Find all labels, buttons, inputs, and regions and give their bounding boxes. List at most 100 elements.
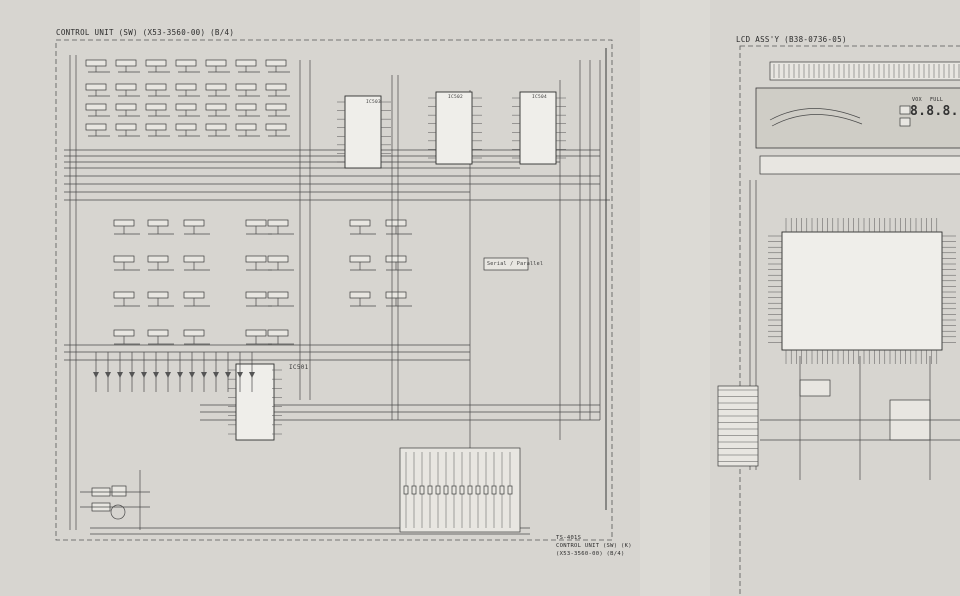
switch-box xyxy=(245,329,267,337)
switch-box xyxy=(115,103,137,111)
switch-box xyxy=(245,255,267,263)
switch-box xyxy=(183,291,205,299)
serial-parallel-box xyxy=(483,257,529,271)
switch-box xyxy=(85,59,107,67)
ic503-chip xyxy=(344,95,382,169)
ic504-label: IC504 xyxy=(532,95,548,100)
lcd-assembly-title: LCD ASS'Y (B38-0736-05) xyxy=(736,35,847,44)
footer-model: TS-401S xyxy=(556,535,582,541)
switch-box xyxy=(265,103,287,111)
connector-pin xyxy=(451,485,457,495)
switch-box xyxy=(113,255,135,263)
lcd-full-text: FULL xyxy=(930,97,944,103)
connector-pin xyxy=(419,485,425,495)
switch-box xyxy=(115,83,137,91)
switch-box xyxy=(115,59,137,67)
ic501-label: IC501 xyxy=(289,364,309,371)
switch-box xyxy=(205,83,227,91)
control-unit-title: CONTROL UNIT (SW) (X53-3560-00) (B/4) xyxy=(56,28,235,37)
footer-line1: CONTROL UNIT (SW) (K) xyxy=(556,543,632,549)
switch-box xyxy=(175,123,197,131)
switch-box xyxy=(85,123,107,131)
connector-pin xyxy=(475,485,481,495)
switch-box xyxy=(349,219,371,227)
connector-pin xyxy=(459,485,465,495)
switch-box xyxy=(113,219,135,227)
switch-box xyxy=(183,255,205,263)
diode-symbol xyxy=(189,372,195,378)
diode-symbol xyxy=(213,372,219,378)
switch-box xyxy=(245,219,267,227)
switch-box xyxy=(145,83,167,91)
diode-symbol xyxy=(141,372,147,378)
switch-box xyxy=(145,59,167,67)
switch-box xyxy=(265,83,287,91)
switch-box xyxy=(267,291,289,299)
diode-symbol xyxy=(153,372,159,378)
switch-box xyxy=(265,59,287,67)
switch-box xyxy=(385,291,407,299)
switch-box xyxy=(205,59,227,67)
connector-pin xyxy=(499,485,505,495)
diode-symbol xyxy=(117,372,123,378)
switch-matrix-middle xyxy=(113,219,412,345)
switch-box xyxy=(349,255,371,263)
switch-box xyxy=(85,83,107,91)
switch-box xyxy=(147,219,169,227)
switch-box xyxy=(205,123,227,131)
diode-symbol xyxy=(129,372,135,378)
connector-pin xyxy=(403,485,409,495)
connector-pin xyxy=(443,485,449,495)
serial-parallel-label: Serial / Parallel xyxy=(487,261,544,267)
connector-pin xyxy=(483,485,489,495)
switch-box xyxy=(113,329,135,337)
lcd-digits-text: 8.8.8. xyxy=(910,104,959,119)
lcd-assembly xyxy=(717,45,960,596)
lcd-vox-text: VOX xyxy=(912,97,922,103)
switch-box xyxy=(235,103,257,111)
switch-box xyxy=(349,291,371,299)
switch-box xyxy=(235,59,257,67)
switch-box xyxy=(265,123,287,131)
connector-pin xyxy=(411,485,417,495)
switch-matrix-top xyxy=(85,59,290,137)
switch-box xyxy=(145,103,167,111)
switch-box xyxy=(267,219,289,227)
switch-box xyxy=(205,103,227,111)
switch-box xyxy=(85,103,107,111)
diode-symbol xyxy=(177,372,183,378)
lcd-display-window xyxy=(755,87,960,149)
switch-box xyxy=(175,103,197,111)
footer-line2: (X53-3560-00) (B/4) xyxy=(556,551,625,557)
switch-box xyxy=(235,83,257,91)
switch-box xyxy=(113,291,135,299)
diode-symbol xyxy=(165,372,171,378)
switch-box xyxy=(183,329,205,337)
diode-symbol xyxy=(237,372,243,378)
switch-box xyxy=(115,123,137,131)
diode-symbol xyxy=(105,372,111,378)
ic503-label: IC503 xyxy=(366,100,382,105)
switch-box xyxy=(183,219,205,227)
switch-box xyxy=(385,219,407,227)
switch-box xyxy=(385,255,407,263)
switch-box xyxy=(267,329,289,337)
switch-box xyxy=(175,59,197,67)
switch-box xyxy=(147,255,169,263)
switch-box xyxy=(245,291,267,299)
diode-symbol xyxy=(201,372,207,378)
diode-symbol xyxy=(93,372,99,378)
diode-symbol xyxy=(249,372,255,378)
switch-box xyxy=(147,291,169,299)
connector-pin xyxy=(507,485,513,495)
page-gutter xyxy=(640,0,710,596)
connector-pin xyxy=(491,485,497,495)
connector-pin xyxy=(435,485,441,495)
switch-box xyxy=(235,123,257,131)
switch-box xyxy=(145,123,167,131)
connector-pin xyxy=(427,485,433,495)
connector-pin xyxy=(467,485,473,495)
ic502-label: IC502 xyxy=(448,95,464,100)
